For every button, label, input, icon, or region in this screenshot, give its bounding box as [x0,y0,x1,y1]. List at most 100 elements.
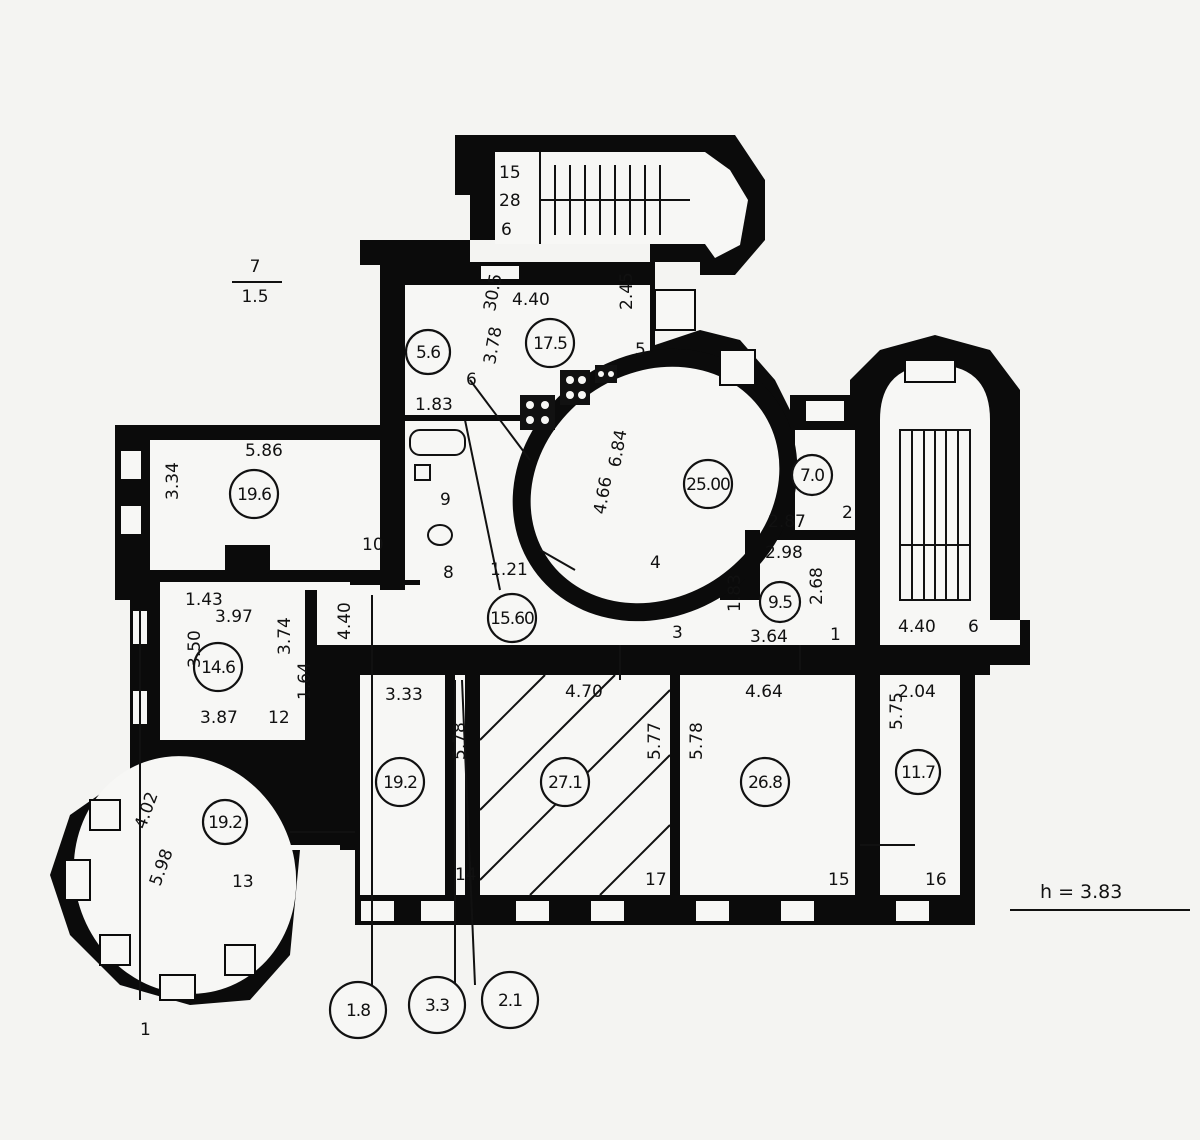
dimension-label: 4.40 [512,290,550,310]
dimension-label: 8 [443,563,454,583]
scale-numerator: 7 [250,257,261,277]
dimension-label: 4 [650,553,661,573]
area-circle [790,453,834,497]
bathtub-icon [409,379,576,591]
dimension-label: 15 [499,163,521,183]
area-value: 19.6 [237,485,271,505]
dimension-label: 3 [672,623,683,643]
dimension-label: 1.21 [490,560,528,580]
area-value: 27.1 [548,773,582,793]
area-circle [192,641,244,693]
room-area-r2500: 25.00 [682,458,734,510]
misc-label-5: 6 [968,617,979,637]
room-area-r268: 26.8 [739,756,791,808]
room-area-r196: 19.6 [228,468,280,520]
area-circle [524,317,576,369]
dimension-label: 1.83 [725,574,745,612]
area-circle [539,756,591,808]
dimension-label: 15 [828,870,850,890]
misc-label-14: 14 [455,865,477,885]
dimension-label: 2.87 [768,512,806,532]
dimension-label: 6 [501,220,512,240]
dimension-label: 5.78 [687,722,707,760]
area-value: 9.5 [768,593,792,613]
dimension-label: 1.83 [415,395,453,415]
dimension-label: 3.50 [185,630,205,668]
area-value: 11.7 [901,763,935,783]
room-area-r271: 27.1 [539,756,591,808]
dimension-label: 4.64 [745,682,783,702]
bottom-circle-1: 1.8 [346,1001,370,1021]
misc-label-1: 1 [140,1020,151,1040]
dimension-label: 2.04 [898,682,936,702]
bottom-circle-3: 2.1 [498,991,522,1011]
dimension-label: 16 [925,870,947,890]
windows [64,264,956,1001]
dimension-label: 5.77 [645,722,665,760]
dimension-label: 5.78 [450,722,470,760]
dimension-label: 3.64 [750,627,788,647]
area-value: 14.6 [201,658,235,678]
dimension-label: 5 [635,340,646,360]
area-circle [201,798,249,846]
dimension-label: 2.68 [807,567,827,605]
area-value: 15.60 [490,609,534,629]
area-value: 19.2 [208,813,242,833]
room-area-r70: 7.0 [790,453,834,497]
dimension-label: 3.87 [200,708,238,728]
room-area-r192a: 19.2 [374,756,426,808]
area-value: 7.0 [800,466,824,486]
misc-label-6: 4.40 [898,617,936,637]
area-circle [404,328,452,376]
area-circle [758,580,802,624]
right-stair [899,429,971,601]
dimension-label: 6 [466,370,477,390]
area-circle [374,756,426,808]
area-value: 5.6 [416,343,440,363]
height-note: h = 3.83 [1010,881,1190,911]
area-circle [894,748,942,796]
bottom-circles: 1.8 3.3 2.1 [328,970,540,1040]
scale-denominator: 1.5 [241,287,268,307]
dimension-label: 13 [232,872,254,892]
dimension-label: 3.33 [385,685,423,705]
area-circle [739,756,791,808]
dimension-label: 5.75 [887,692,907,730]
dimension-label: 4.70 [565,682,603,702]
area-circle [682,458,734,510]
dimension-label: 3.34 [163,462,183,500]
room-area-r56: 5.6 [404,328,452,376]
dimension-label: 3.74 [275,617,295,655]
stove-icon [520,365,617,430]
room-area-r1560: 15.60 [486,592,538,644]
area-value: 25.00 [686,475,730,495]
dimension-label: 1.43 [185,590,223,610]
scale-fraction: 7 1.5 [232,257,282,307]
dimension-label: 2.45 [617,272,637,310]
area-value: 19.2 [383,773,417,793]
bottom-circle-2: 3.3 [425,996,449,1016]
height-label: h = 3.83 [1040,881,1122,903]
room-area-r192b: 19.2 [201,798,249,846]
room-area-r175: 17.5 [524,317,576,369]
dimension-label: 12 [268,708,290,728]
area-value: 26.8 [748,773,782,793]
dimension-label: 2.98 [765,543,803,563]
dimension-label: 9 [440,490,451,510]
dimension-label: 5.86 [245,441,283,461]
dimension-label: 10 [362,535,384,555]
dimension-label: 3.97 [215,607,253,627]
room-area-r117: 11.7 [894,748,942,796]
dimension-label: 17 [645,870,667,890]
leader-lines [139,595,915,1000]
area-circle [486,592,538,644]
area-value: 17.5 [533,334,567,354]
top-stair-block [455,135,765,275]
dimension-label: 1.64 [295,662,315,700]
dimension-label: 1 [830,625,841,645]
misc-label-440: 4.40 [335,602,355,640]
area-circle [228,468,280,520]
room-area-r95: 9.5 [758,580,802,624]
